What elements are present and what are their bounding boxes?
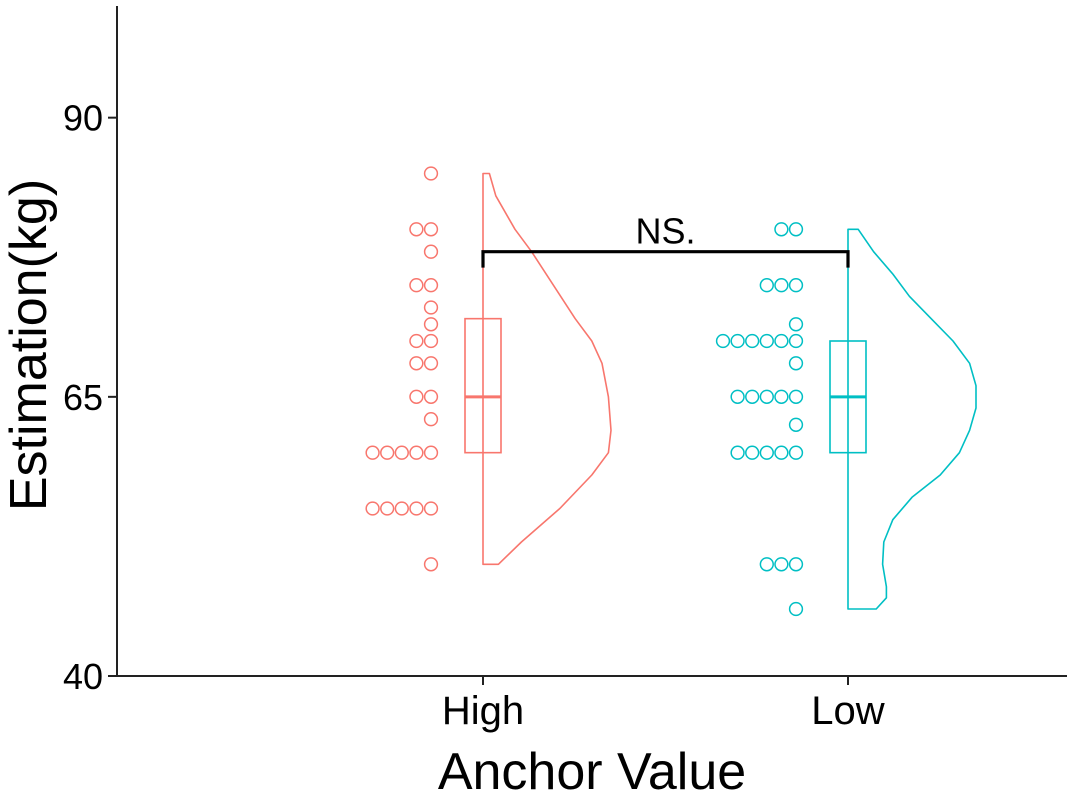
data-point	[423, 501, 439, 516]
data-point	[788, 356, 804, 371]
data-point	[423, 278, 439, 293]
data-point	[759, 278, 774, 293]
data-point	[788, 417, 804, 432]
y-tick-label: 65	[63, 377, 103, 418]
box	[464, 317, 502, 454]
data-point	[715, 333, 731, 349]
data-point	[409, 333, 424, 349]
group-low	[715, 222, 977, 617]
data-point	[745, 389, 760, 404]
data-point	[788, 601, 804, 617]
density-cloud	[847, 228, 977, 610]
data-point	[759, 557, 774, 572]
x-axis-title: Anchor Value	[438, 743, 746, 798]
data-point	[380, 501, 395, 516]
data-point	[423, 557, 439, 572]
data-point	[788, 222, 804, 237]
data-point	[774, 222, 789, 237]
data-point	[394, 445, 409, 460]
data-point	[380, 445, 395, 460]
x-tick-label: Low	[811, 689, 884, 733]
data-point	[788, 317, 804, 332]
data-point	[423, 389, 439, 404]
data-point	[423, 222, 439, 237]
data-point	[745, 333, 760, 349]
data-point	[365, 501, 380, 516]
data-point	[423, 244, 439, 259]
data-point	[409, 389, 424, 404]
significance-label: NS.	[635, 211, 695, 252]
data-point	[774, 278, 789, 293]
data-point	[788, 333, 804, 349]
data-point	[774, 333, 789, 349]
y-axis-title: Estimation(kg)	[0, 179, 58, 511]
group-high	[365, 166, 612, 572]
data-point	[409, 222, 424, 237]
data-point	[788, 445, 804, 460]
data-point	[365, 445, 380, 460]
y-tick-label: 90	[63, 98, 103, 139]
y-tick-label: 40	[63, 656, 103, 697]
data-point	[788, 557, 804, 572]
data-point	[788, 389, 804, 404]
significance-bracket	[481, 250, 850, 268]
data-point	[774, 445, 789, 460]
data-point	[423, 317, 439, 332]
data-point	[730, 389, 745, 404]
data-point	[759, 333, 774, 349]
data-point	[409, 501, 424, 516]
data-point	[423, 445, 439, 460]
plot-area: NS.	[365, 166, 977, 617]
data-point	[423, 166, 439, 181]
data-point	[788, 278, 804, 293]
data-point	[774, 389, 789, 404]
data-point	[745, 445, 760, 460]
data-point	[730, 333, 745, 349]
data-point	[759, 389, 774, 404]
data-point	[423, 356, 439, 371]
density-cloud	[482, 172, 612, 566]
data-point	[774, 557, 789, 572]
data-point	[409, 445, 424, 460]
data-point	[409, 356, 424, 371]
data-point	[759, 445, 774, 460]
data-point	[423, 300, 439, 315]
data-point	[423, 333, 439, 349]
data-point	[423, 412, 439, 427]
data-point	[730, 445, 745, 460]
data-point	[409, 278, 424, 293]
x-tick-label: High	[442, 689, 524, 733]
data-point	[394, 501, 409, 516]
